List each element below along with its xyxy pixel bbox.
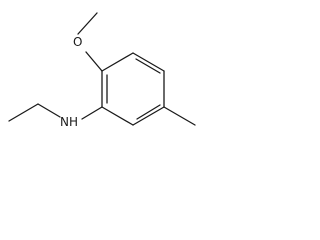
- ethyl-bond: [8, 103, 39, 122]
- ring-methyl-bond: [163, 106, 196, 126]
- ring-bond: [132, 106, 165, 126]
- amine-atom-label: NH: [60, 115, 78, 129]
- n-ethyl-bond: [37, 103, 61, 118]
- oxygen-atom-label: O: [73, 35, 82, 49]
- ring-double-bond: [136, 104, 161, 120]
- ring-double-bond: [135, 58, 161, 74]
- chemical-structure-diagram: O NH: [8, 12, 196, 129]
- c-n-bond: [81, 106, 103, 120]
- ring-bond: [101, 106, 134, 126]
- benzene-ring: [101, 52, 165, 126]
- c-o-bond: [85, 51, 103, 72]
- ring-bond: [132, 52, 165, 72]
- o-methyl-bond: [77, 12, 98, 35]
- ring-bond: [101, 52, 134, 72]
